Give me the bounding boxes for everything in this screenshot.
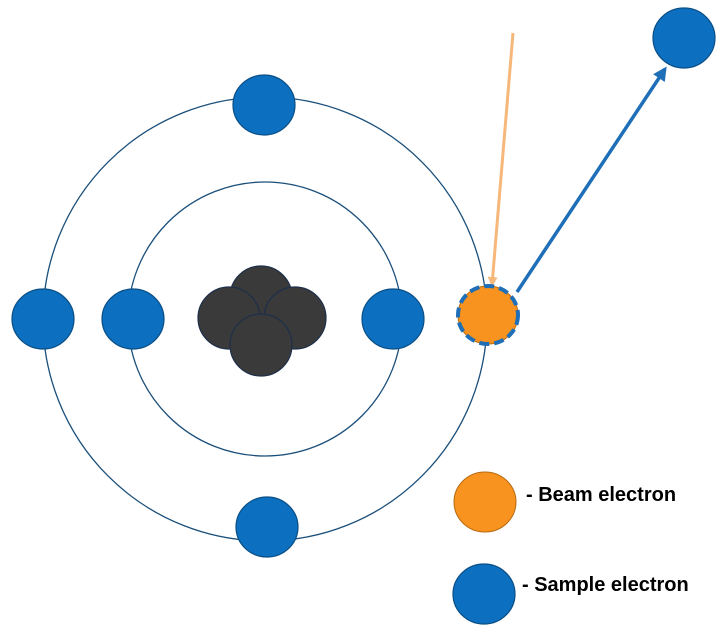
legend-beam-electron-label: - Beam electron	[526, 484, 677, 506]
legend-sample-electron-marker	[452, 563, 516, 625]
sample-electron-outer-left	[11, 288, 75, 350]
sample-electron-inner-left	[101, 288, 165, 350]
legend-beam-electron-marker	[453, 471, 517, 533]
ejected-sample-electron	[652, 7, 716, 69]
sample-electron-outer-top	[232, 74, 296, 136]
ejected-electron-arrow	[515, 66, 667, 293]
nucleon-bottom	[229, 313, 293, 377]
collision-dashed-outline	[456, 284, 520, 346]
sample-electron-outer-bottom	[235, 496, 299, 558]
legend-sample-electron-label: - Sample electron	[522, 574, 689, 596]
incoming-beam-arrow	[487, 32, 515, 287]
sample-electron-inner-right	[361, 288, 425, 350]
nucleus	[197, 265, 327, 377]
